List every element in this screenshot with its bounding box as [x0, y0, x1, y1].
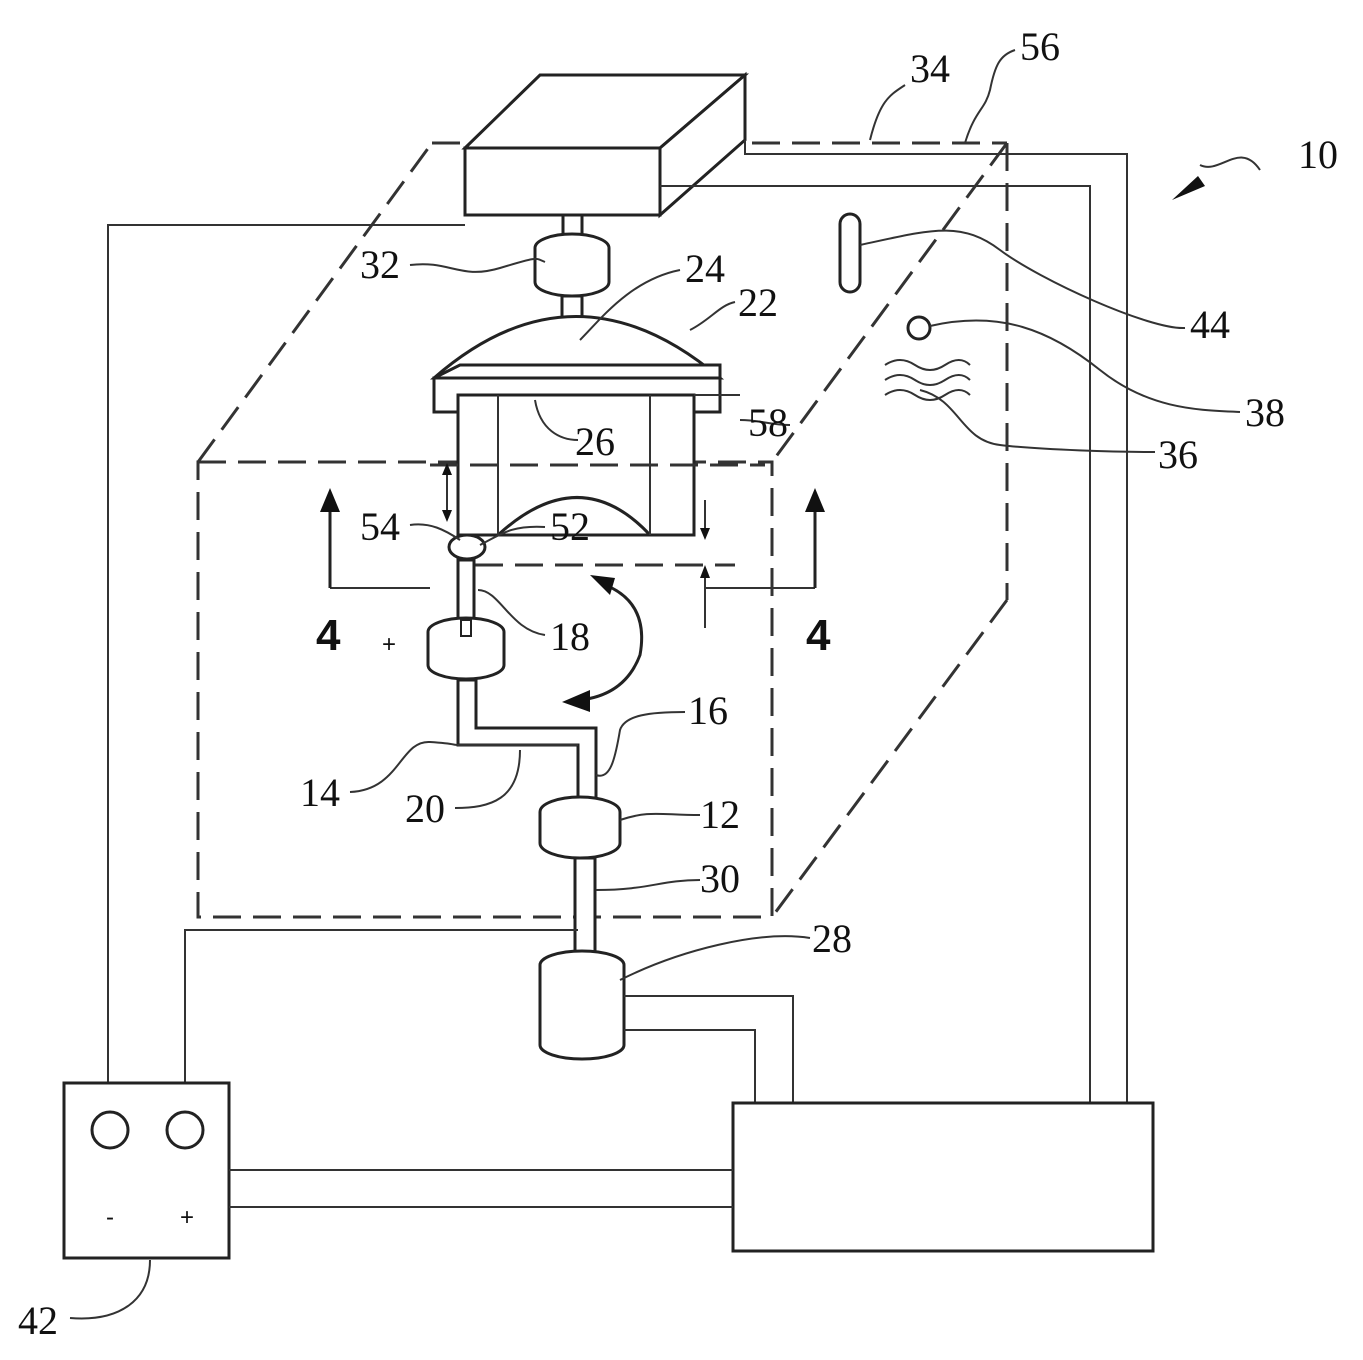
base-12	[538, 795, 622, 860]
label-34: 34	[910, 46, 950, 91]
label-24: 24	[685, 246, 725, 291]
wrist-18	[426, 616, 506, 681]
label-20: 20	[405, 786, 445, 831]
label-56: 56	[1020, 24, 1060, 69]
label-42: 42	[18, 1298, 58, 1343]
gap-dimension	[442, 463, 710, 628]
label-16: 16	[688, 688, 728, 733]
label-36: 36	[1158, 432, 1198, 477]
section-arrow-left	[320, 488, 340, 588]
label-38: 38	[1245, 390, 1285, 435]
section-label-left: 4	[316, 611, 341, 660]
reference-labels: 10 12 14 16 18 20 22 24 26 28 30 32 34 3…	[18, 24, 1338, 1343]
enclosure-edge-top-left	[196, 142, 434, 463]
wiring-top	[107, 140, 1128, 1118]
label-52: 52	[550, 504, 590, 549]
label-28: 28	[812, 916, 852, 961]
label-30: 30	[700, 856, 740, 901]
sensor-36-waves	[884, 359, 971, 401]
enclosure-edge-bottom-right	[770, 599, 1009, 918]
negative-terminal	[90, 1110, 130, 1150]
leader-lines	[69, 49, 1261, 1320]
label-12: 12	[700, 792, 740, 837]
enclosure-edge-top-right	[770, 142, 1009, 463]
sensor-44	[838, 212, 862, 294]
label-26: 26	[575, 419, 615, 464]
negative-sign: -	[106, 1204, 114, 1231]
section-arrow-right	[805, 488, 825, 588]
label-10: 10	[1298, 132, 1338, 177]
center-mark: +	[382, 631, 396, 658]
top-controller-box	[461, 71, 750, 219]
label-54: 54	[360, 504, 400, 549]
positive-terminal	[165, 1110, 205, 1150]
probe-tip	[447, 533, 487, 634]
label-14: 14	[300, 770, 340, 815]
motor-28	[538, 949, 626, 1061]
label-22: 22	[738, 280, 778, 325]
label-18: 18	[550, 614, 590, 659]
section-lines	[330, 463, 815, 589]
section-label-right: 4	[806, 611, 831, 660]
positive-sign: +	[180, 1204, 194, 1231]
label-32: 32	[360, 242, 400, 287]
label-58: 58	[748, 400, 788, 445]
sensor-38	[906, 315, 932, 341]
controller-box	[229, 1101, 1155, 1253]
shaft-30	[573, 856, 597, 960]
power-supply-42: - +	[62, 1081, 231, 1260]
label-44: 44	[1190, 302, 1230, 347]
wiring-motor	[184, 929, 794, 1118]
rotation-arrow	[562, 575, 644, 712]
